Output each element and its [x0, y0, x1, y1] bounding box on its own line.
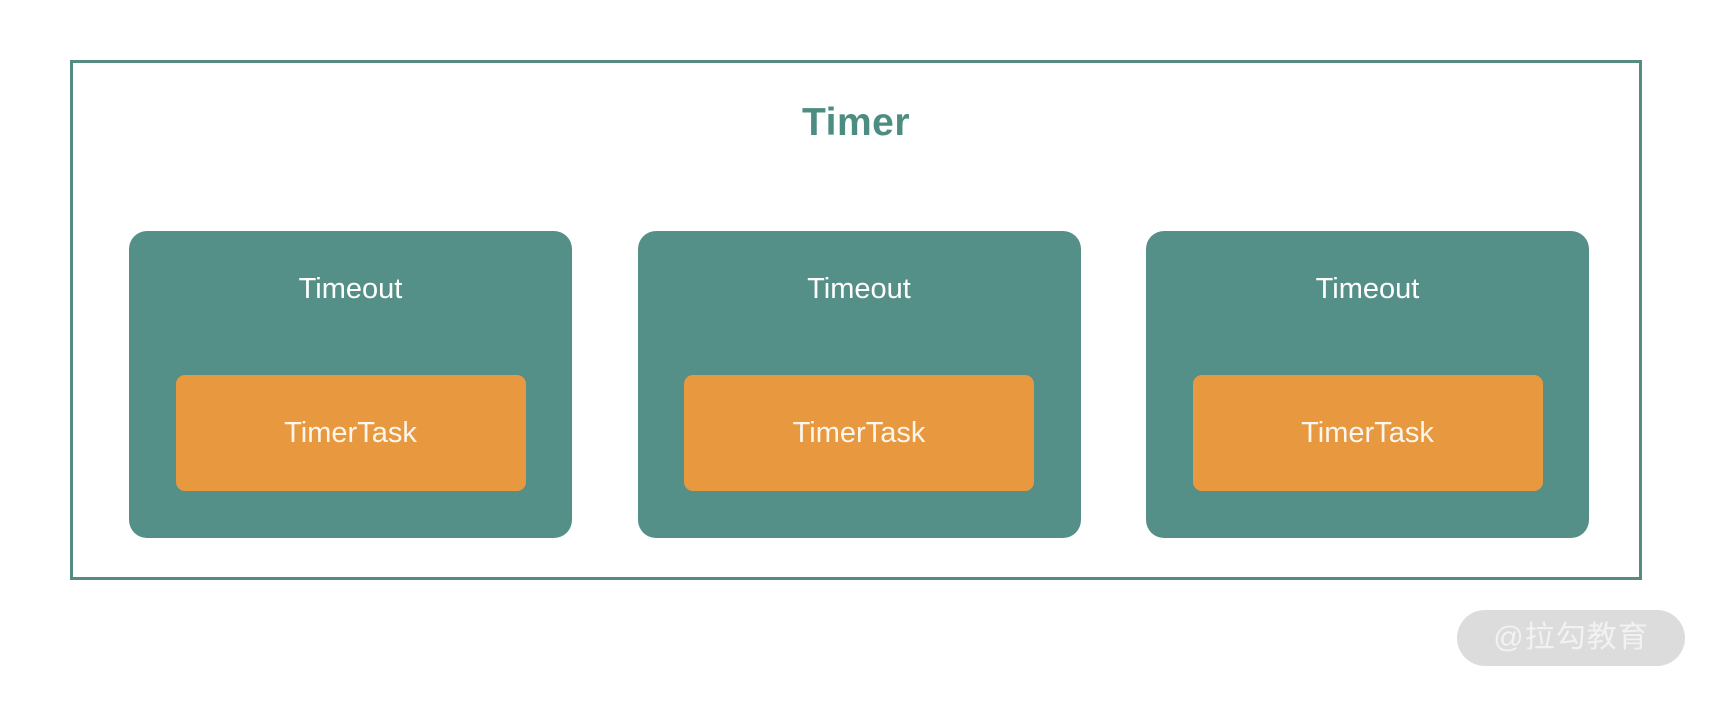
timeout-box-2: Timeout TimerTask	[637, 231, 1081, 538]
timertask-label: TimerTask	[284, 416, 417, 449]
watermark-badge: @拉勾教育	[1457, 610, 1685, 666]
timeout-box-3: Timeout TimerTask	[1146, 231, 1589, 538]
timeout-label: Timeout	[1315, 273, 1420, 305]
timeout-box-1: Timeout TimerTask	[129, 231, 572, 538]
timeout-label: Timeout	[298, 273, 403, 305]
timertask-label: TimerTask	[1301, 416, 1434, 449]
timertask-label: TimerTask	[792, 416, 926, 449]
timeout-row: Timeout TimerTask Timeout TimerTask Time…	[129, 231, 1589, 538]
timertask-box-2: TimerTask	[684, 375, 1034, 491]
timer-title: Timer	[802, 101, 910, 144]
watermark-text: @拉勾教育	[1493, 621, 1649, 654]
timeout-label: Timeout	[807, 273, 911, 305]
timertask-box-1: TimerTask	[175, 375, 526, 491]
timer-container: Timer Timeout TimerTask Timeout TimerTas…	[70, 60, 1642, 580]
timertask-box-3: TimerTask	[1192, 375, 1543, 491]
